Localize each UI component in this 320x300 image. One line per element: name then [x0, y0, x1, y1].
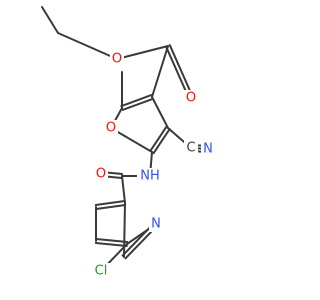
atom-pyridine-nitrogen: N [149, 216, 163, 232]
double-bond [95, 238, 129, 244]
atom-amide-oxygen: O [94, 166, 108, 182]
atom-label-nh: NH [140, 169, 160, 184]
atom-furan-oxygen: O [104, 120, 118, 136]
bond-lines [41, 6, 210, 272]
double-bond [152, 128, 171, 155]
single-bond [57, 32, 118, 60]
atom-ester-carbonyl-oxygen: O [184, 90, 198, 106]
atom-label-o: O [96, 167, 106, 182]
atom-label-n: N [151, 217, 161, 232]
single-bond [121, 175, 126, 204]
atom-label-cl: Cl [95, 264, 108, 279]
atom-label-n: N [203, 142, 213, 157]
atom-ester-ether-oxygen: O [110, 51, 124, 67]
double-bond [94, 241, 128, 247]
molecule-structure-diagram: O O O O NH C N N Cl [41, 6, 215, 279]
atom-label-o: O [106, 121, 116, 136]
atom-nitrile-carbon: C [184, 140, 198, 156]
atom-label-o: O [186, 91, 196, 106]
double-bond [120, 94, 153, 108]
atom-amide-nh: NH [137, 168, 163, 184]
single-bond [151, 96, 169, 129]
atom-label-o: O [112, 52, 122, 67]
double-bond [168, 44, 194, 99]
double-bond [94, 200, 126, 207]
double-bond [95, 203, 127, 210]
atom-chlorine: Cl [91, 263, 111, 279]
double-bond [121, 97, 154, 111]
single-bond [116, 45, 169, 60]
single-bond [151, 45, 169, 98]
atom-label-c: C [186, 141, 195, 156]
double-bond [149, 125, 168, 152]
single-bond [41, 6, 59, 34]
atom-nitrile-nitrogen: N [201, 141, 215, 157]
single-bond [123, 202, 126, 258]
